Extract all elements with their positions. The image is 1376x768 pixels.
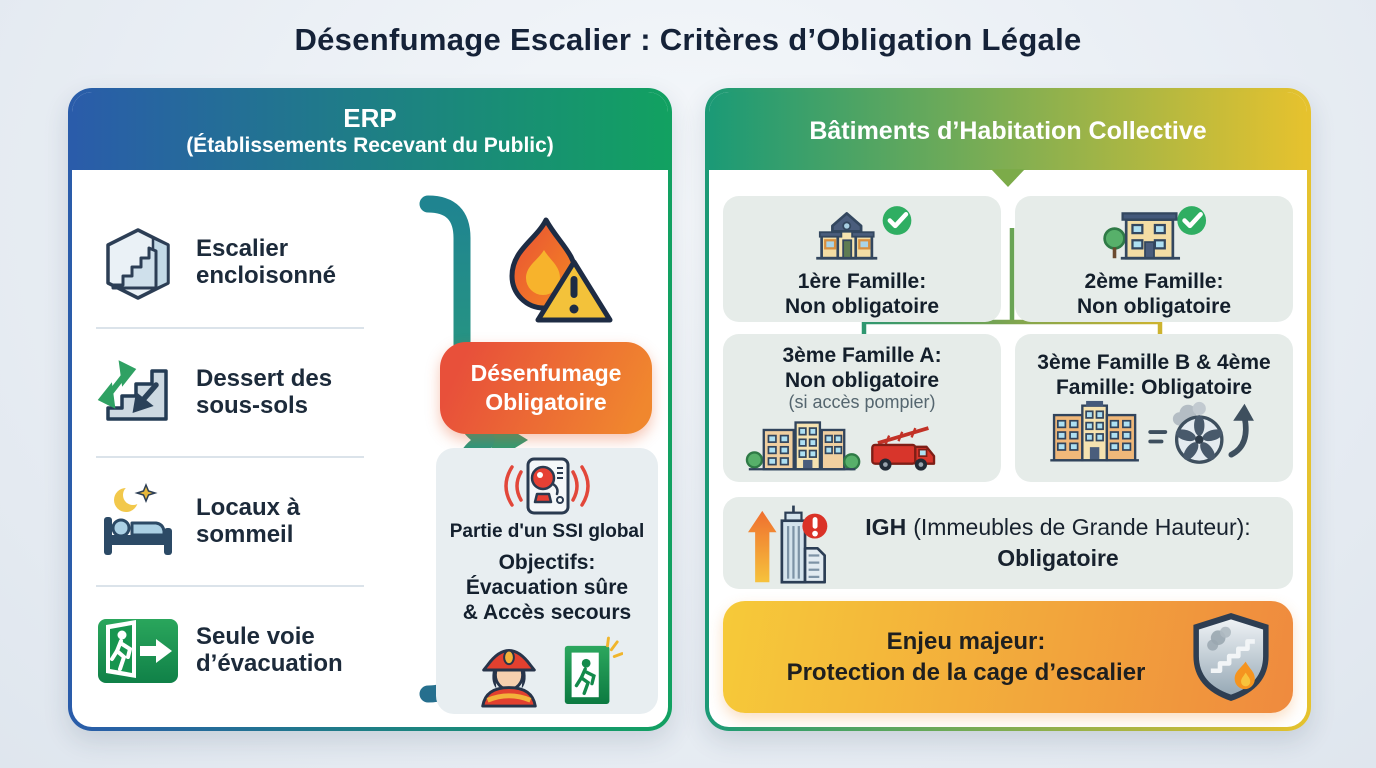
igh-line1: IGH(Immeubles de Grande Hauteur): [839,512,1277,543]
shield-staircase-fire-icon [1193,613,1269,701]
family-title: 2ème Famille: [1084,269,1224,293]
high-rise-alert-icon [748,505,828,584]
family-card-3: 3ème Famille A: Non obligatoire (si accè… [723,334,1001,482]
obligation-badge: Désenfumage Obligatoire [440,342,652,434]
family-status: Non obligatoire [1077,295,1231,318]
criterion-escalier-encloisonne: Escalier encloisonné [96,198,364,327]
erp-criteria-list: Escalier encloisonné [96,198,364,714]
erp-header-title: ERP [343,103,397,134]
erp-header: ERP (Établissements Recevant du Public) [72,92,668,170]
banner-line1: Enjeu majeur: [886,627,1046,655]
family-card-1: 1ère Famille: Non obligatoire [723,196,1001,322]
family-title: 1ère Famille: [797,269,927,293]
building-tree-check-icon [1103,205,1207,260]
family-status: Non obligatoire [785,295,939,318]
fire-warning-icon [509,217,613,323]
building-extraction-fan-icon [1050,401,1254,465]
family-card-4: 3ème Famille B & 4ème Famille: Obligatoi… [1015,334,1293,482]
family-grid: 1ère Famille: Non obligatoire [723,196,1293,482]
family-status: Famille: Obligatoire [1055,376,1253,399]
erp-panel: ERP (Établissements Recevant du Public) … [68,88,672,731]
igh-label: (Immeubles de Grande Hauteur): [913,513,1251,540]
criterion-dessert-sous-sols: Dessert des sous-sols [96,327,364,456]
igh-status: Obligatoire [997,545,1119,571]
habitation-body: 1ère Famille: Non obligatoire [709,170,1307,727]
header-pointer [991,169,1025,187]
criterion-label: Locaux à sommeil [196,493,301,548]
fire-alarm-icon [504,457,590,515]
sleeping-area-icon [104,482,172,555]
exit-door-icon [564,636,623,704]
basement-stairs-icon [97,359,168,421]
firefighter-icon [481,648,537,708]
habitation-header: Bâtiments d’Habitation Collective [709,92,1307,187]
criterion-label: Dessert des sous-sols [196,364,333,419]
erp-body: Escalier encloisonné [72,170,668,727]
criterion-seule-voie-evacuation: Seule voie d’évacuation [96,585,364,714]
ssi-card: Partie d'un SSI global Objectifs: Évacua… [436,448,658,714]
ssi-objectives: Objectifs: Évacuation sûre & Accès secou… [463,550,631,626]
erp-header-subtitle: (Établissements Recevant du Public) [186,133,554,157]
enjeu-banner: Enjeu majeur: Protection de la cage d’es… [723,601,1293,713]
criterion-locaux-a-sommeil: Locaux à sommeil [96,456,364,585]
criterion-label: Seule voie d’évacuation [196,622,343,677]
page-title: Désenfumage Escalier : Critères d’Obliga… [294,22,1082,57]
ssi-icons-row [471,632,623,708]
banner-text: Enjeu majeur: Protection de la cage d’es… [749,626,1183,688]
ssi-objective-1: Évacuation sûre [465,576,629,600]
criterion-label: Escalier encloisonné [196,234,337,289]
banner-line2: Protection de la cage d’escalier [786,659,1146,686]
family-note: (si accès pompier) [788,392,936,413]
badge-line1: Désenfumage [470,360,622,387]
igh-text: IGH(Immeubles de Grande Hauteur): Obliga… [839,512,1277,574]
ssi-part-label: Partie d'un SSI global [449,521,645,542]
habitation-header-title: Bâtiments d’Habitation Collective [809,116,1207,145]
family-status: Non obligatoire [785,369,939,393]
habitation-panel: Bâtiments d’Habitation Collective [705,88,1311,731]
igh-card: IGH(Immeubles de Grande Hauteur): Obliga… [723,497,1293,589]
family-title: 3ème Famille A: [782,343,942,367]
ssi-objectives-title: Objectifs: [498,551,596,574]
family-card-2: 2ème Famille: Non obligatoire [1015,196,1293,322]
igh-acronym: IGH [865,513,907,540]
badge-line2: Obligatoire [485,389,607,415]
enclosed-staircase-icon [106,227,170,300]
family-title: 3ème Famille B & 4ème [1037,350,1271,374]
house-check-icon [816,205,912,260]
exit-sign-icon [98,618,178,683]
ssi-objective-2: & Accès secours [462,601,632,625]
buildings-firetruck-icon [745,421,936,471]
